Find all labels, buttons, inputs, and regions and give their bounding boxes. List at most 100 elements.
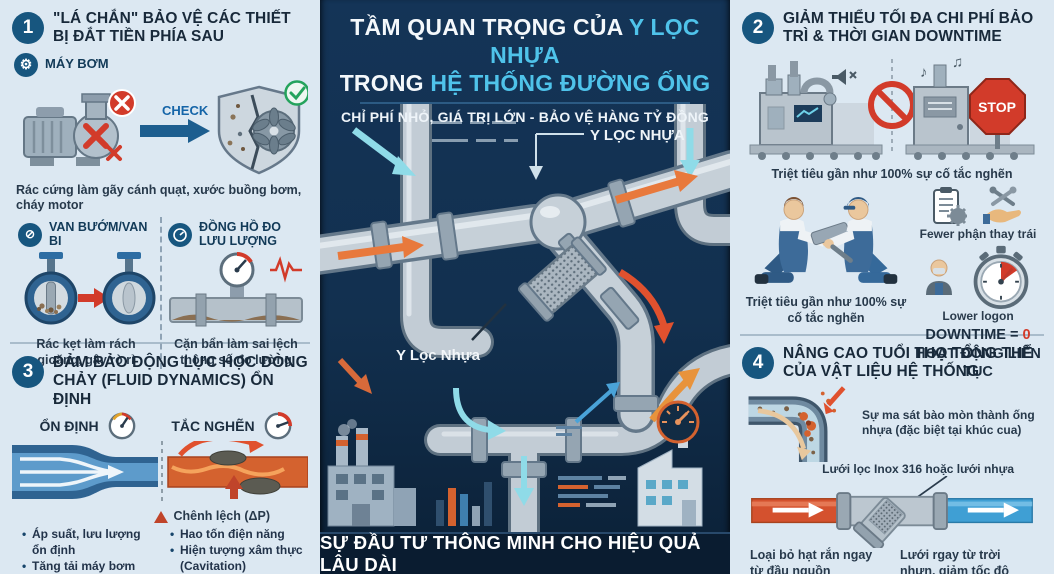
stop-sign: STOP <box>969 77 1026 149</box>
abrasion-caption: Sự ma sát bào mòn thành ống nhựa (đặc bi… <box>862 407 1035 437</box>
section-4-title: NÂNG CAO TUỔI THỌ TỔNG THỂ CỦA VẬT LIỆU … <box>783 345 1033 381</box>
pressure-arrow-icon <box>153 510 168 523</box>
workers-block: Triệt tiêu gần như 100% sự cố tắc nghẽn <box>742 186 910 382</box>
section-shield: 1 "LÁ CHẮN" BẢO VỆ CÁC THIẾT BỊ ĐẮT TIỀN… <box>0 0 320 369</box>
downtime-prefix: DOWNTIME = <box>925 326 1023 343</box>
fluid-bullet-lists: Áp suất, lưu lượng ổn định Tăng tải máy … <box>12 527 308 574</box>
factory-left <box>327 419 416 527</box>
overflow-arrow-icon <box>248 436 264 453</box>
title-white-1: TẦM QUAN TRỌNG CỦA <box>350 14 629 40</box>
check-label: CHECK <box>162 103 209 118</box>
valve-block: ⊘ VAN BƯỚM/VAN BI <box>12 217 160 369</box>
bullet-item: Áp suất, lưu lượng ổn định <box>22 527 158 558</box>
clogged-gauge-icon <box>264 411 292 440</box>
machines-caption: Triệt tiêu gần như 100% sự cố tắc nghẽn <box>771 166 1013 181</box>
main-title: TẦM QUAN TRỌNG CỦA Y LỌC NHỰA TRONG HỆ T… <box>320 0 730 125</box>
pipe-network-illustration: Y LỌC NHỰA Y Lọc Nhựa <box>320 104 730 532</box>
strainer-illustration <box>751 475 1033 548</box>
gear-icon: ⚙ <box>14 52 38 77</box>
text-lines-decoration <box>558 476 626 507</box>
filter-mesh <box>517 236 607 322</box>
footer-banner: SỰ ĐẦU TƯ THÔNG MINH CHO HIỆU QUẢ LÂU DÀ… <box>320 532 730 574</box>
dial-decoration <box>656 400 700 444</box>
trend-arrow-decoration <box>556 382 620 436</box>
delta-label: Chênh lệch (ΔP) <box>173 508 271 523</box>
meter-illustration <box>169 252 303 327</box>
clogged-bullets: Hao tốn điện năng Hiện tượng xâm thực (C… <box>160 527 308 574</box>
bullet-item: Hao tốn điện năng <box>170 527 306 543</box>
stopwatch-icon <box>973 245 1029 310</box>
meter-caption: Cặn bẩn làm sai lệch thông số đo lường <box>174 337 298 367</box>
mute-icon <box>832 68 857 85</box>
mesh-type-label: Lưới lọc Inox 316 hoặc lưới nhựa <box>822 461 1014 476</box>
bullet-item: Hiện tượng xâm thực (Cavitation) <box>170 543 306 574</box>
stop-label: STOP <box>978 99 1016 115</box>
stable-bullets: Áp suất, lưu lượng ổn định Tăng tải máy … <box>12 527 160 574</box>
filter-label-bottom: Y Lọc Nhựa <box>396 347 481 364</box>
section-longevity: 4 NÂNG CAO TUỔI THỌ TỔNG THỂ CỦA VẬT LIỆ… <box>730 340 1054 574</box>
filter-callout-bottom: Y Lọc Nhựa <box>396 303 507 364</box>
benefits-block: Fewer phận thay trái <box>914 186 1042 382</box>
bullet-item: Tăng tải máy bơm <box>22 559 158 574</box>
stable-gauge-icon <box>108 412 135 440</box>
section-4-badge: 4 <box>742 347 774 379</box>
section-3-badge: 3 <box>12 356 44 388</box>
section-1-badge: 1 <box>12 12 44 44</box>
pump-caption: Rác cứng làm gãy cánh quạt, xước buồng b… <box>16 182 302 213</box>
source-caption: Loại bỏ hạt rắn ngay từ đầu nguồn <box>750 547 873 574</box>
workers-caption: Triệt tiêu gần như 100% sự cố tắc nghẽn <box>745 295 907 325</box>
bar-chart-decoration <box>436 482 492 526</box>
pump-label: MÁY BƠM <box>45 56 109 72</box>
machines-illustration: ♪ ♫ STOP <box>749 54 1035 160</box>
clipboard-gear-icon <box>933 187 967 227</box>
section-2-badge: 2 <box>742 12 774 44</box>
gauge-icon <box>168 222 192 247</box>
stable-label: ỔN ĐỊNH <box>39 417 99 434</box>
downtime-text: DOWNTIME = 0 HOẠT ĐỘNG LIÊN TỤC <box>914 326 1042 383</box>
meter-block: ĐỒNG HỒ ĐO LƯU LƯỢNG Cặn bẩ <box>160 216 310 369</box>
wear-caption: Lưới rgay từ trời nhựn, giảm tốc độ mài … <box>900 547 1010 574</box>
section-2-title: GIẢM THIỂU TỐI ĐA CHI PHÍ BẢO TRÌ & THỜI… <box>783 10 1034 46</box>
valve-label: VAN BƯỚM/VAN BI <box>49 219 148 248</box>
cross-mark-icon <box>83 122 109 149</box>
flow-comparison-illustration <box>12 435 309 503</box>
center-panel: TẦM QUAN TRỌNG CỦA Y LỌC NHỰA TRONG HỆ T… <box>320 0 730 574</box>
right-panel: 2 GIẢM THIỂU TỐI ĐA CHI PHÍ BẢO TRÌ & TH… <box>730 0 1054 574</box>
music-note-icon: ♫ <box>952 54 963 71</box>
valve-illustration <box>24 252 156 325</box>
title-divider <box>360 102 690 105</box>
footer-text: SỰ ĐẦU TƯ THÔNG MINH CHO HIỆU QUẢ LÂU DÀ… <box>320 532 701 574</box>
fan-icon <box>252 107 296 155</box>
prohibition-icon <box>868 80 916 129</box>
downtime-value: 0 <box>1022 326 1031 343</box>
signal-glitch-icon <box>270 256 302 283</box>
section-maintenance: 2 GIẢM THIỂU TỐI ĐA CHI PHÍ BẢO TRÌ & TH… <box>730 0 1054 380</box>
workers-illustration <box>754 197 898 285</box>
valve-caption: Rác kẹt làm rách gioăng, gây rò rỉ <box>36 337 136 367</box>
error-badge-icon <box>108 88 136 117</box>
clogged-label: TẮC NGHẼN <box>171 417 255 434</box>
check-arrow-icon <box>140 118 210 143</box>
music-note-icon: ♪ <box>920 64 928 81</box>
section-3-title: ĐẢM BẢO ĐỘNG LỰC HỌC DÒNG CHẢY (FLUID DY… <box>53 354 308 408</box>
hand-tools-icon <box>983 186 1021 225</box>
filter-label-top: Y LỌC NHỰA <box>590 127 685 144</box>
technician-icon <box>926 259 952 295</box>
filter-callout-top: Y LỌC NHỰA <box>529 127 685 180</box>
section-fluid-dynamics: 3 ĐẢM BẢO ĐỘNG LỰC HỌC DÒNG CHẢY (FLUID … <box>0 348 320 574</box>
check-circle-icon <box>284 79 310 106</box>
subtitle: CHỈ PHÍ NHỎ, GIÁ TRỊ LỚN - BẢO VỆ HÀNG T… <box>340 109 710 126</box>
title-white-2: TRONG <box>339 70 431 97</box>
pump-illustration: CHECK <box>23 79 310 174</box>
title-accent-1: Y LỌC NHỰA <box>490 14 700 69</box>
section-1-title: "LÁ CHẮN" BẢO VỆ CÁC THIẾT BỊ ĐẮT TIỀN P… <box>53 10 291 46</box>
flow-arrows <box>337 127 700 506</box>
left-panel: 1 "LÁ CHẮN" BẢO VỆ CÁC THIẾT BỊ ĐẮT TIỀN… <box>0 0 320 574</box>
lower-logon-label: Lower logon <box>942 308 1014 323</box>
fewer-parts-label: Fewer phận thay trái <box>919 227 1037 242</box>
elbow-abrasion-illustration <box>748 385 846 462</box>
red-arrow-icon <box>78 288 110 309</box>
meter-label: ĐỒNG HỒ ĐO LƯU LƯỢNG <box>199 219 281 248</box>
continuous-label: HOẠT ĐỘNG LIÊN TỤC <box>915 345 1041 381</box>
